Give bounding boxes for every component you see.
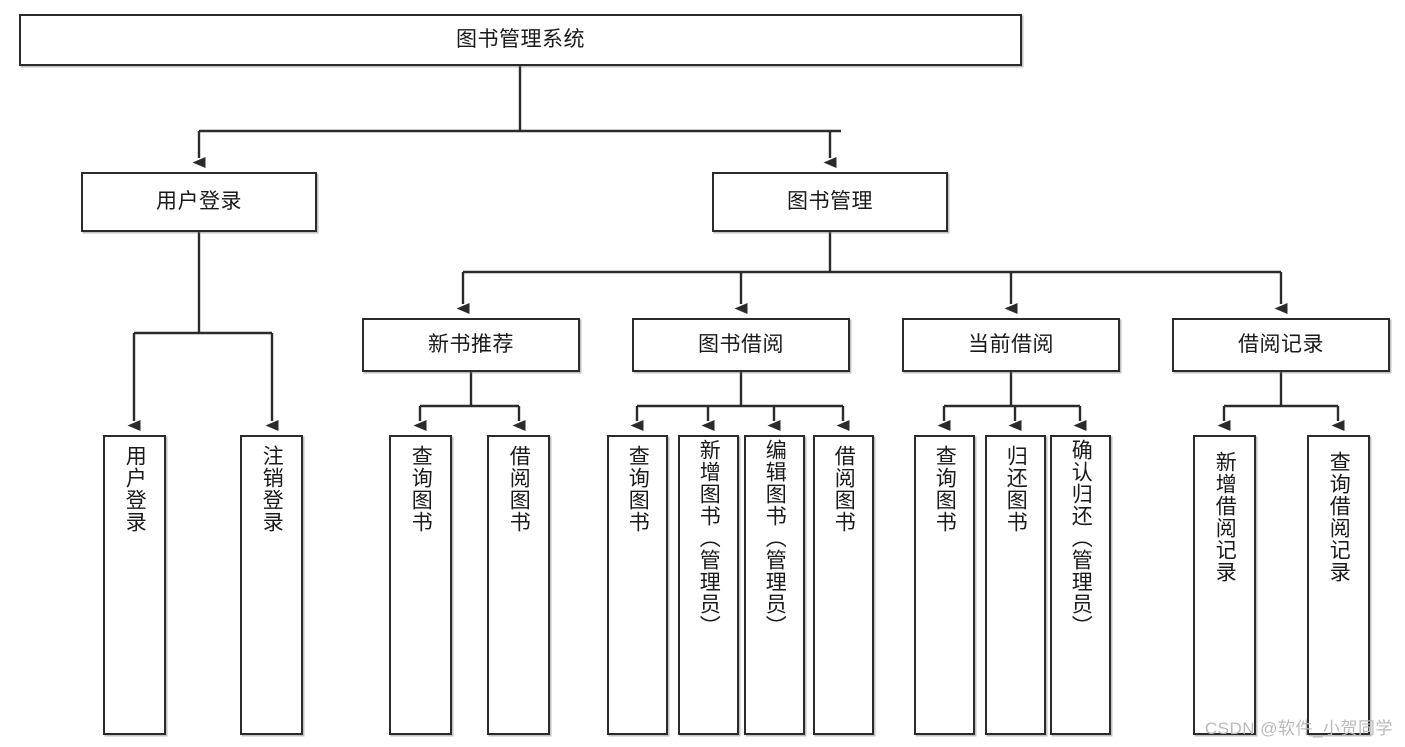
node-leaf-add-book-admin[interactable]: 新增图书（管理员）: [678, 435, 739, 735]
node-leaf-add-borrow-record[interactable]: 新增借阅记录: [1193, 435, 1256, 735]
node-leaf-query-book-3[interactable]: 查询图书: [914, 435, 975, 735]
node-borrow-record-label: 借阅记录: [1238, 333, 1324, 357]
node-new-book-recommend[interactable]: 新书推荐: [362, 318, 580, 372]
node-leaf-borrow-book-2-label: 借阅图书: [832, 445, 856, 533]
node-leaf-query-book-2-label: 查询图书: [626, 445, 650, 533]
node-leaf-borrow-book-1-label: 借阅图书: [507, 445, 531, 533]
node-leaf-user-login-label: 用户登录: [123, 445, 147, 533]
node-leaf-confirm-return-admin[interactable]: 确认归还（管理员）: [1050, 435, 1111, 735]
node-leaf-edit-book-admin-label: 编辑图书（管理员）: [763, 439, 787, 637]
node-leaf-query-book-1[interactable]: 查询图书: [389, 435, 452, 735]
csdn-watermark: CSDN @软件_小贺同学: [1204, 719, 1393, 738]
node-book-borrow[interactable]: 图书借阅: [632, 318, 850, 372]
node-leaf-user-logout[interactable]: 注销登录: [240, 435, 303, 735]
node-leaf-borrow-book-2[interactable]: 借阅图书: [813, 435, 874, 735]
node-leaf-user-login[interactable]: 用户登录: [103, 435, 166, 735]
node-leaf-edit-book-admin[interactable]: 编辑图书（管理员）: [744, 435, 805, 735]
node-leaf-return-book[interactable]: 归还图书: [985, 435, 1046, 735]
node-book-manage[interactable]: 图书管理: [712, 172, 948, 232]
node-leaf-query-borrow-record[interactable]: 查询借阅记录: [1307, 435, 1370, 735]
node-leaf-query-book-2[interactable]: 查询图书: [607, 435, 668, 735]
node-current-borrow-label: 当前借阅: [968, 333, 1054, 357]
node-book-borrow-label: 图书借阅: [698, 333, 784, 357]
node-new-book-recommend-label: 新书推荐: [428, 333, 514, 357]
node-user-login-label: 用户登录: [156, 190, 242, 214]
node-leaf-query-borrow-record-label: 查询借阅记录: [1327, 451, 1351, 583]
node-leaf-borrow-book-1[interactable]: 借阅图书: [487, 435, 550, 735]
node-current-borrow[interactable]: 当前借阅: [902, 318, 1120, 372]
node-leaf-add-book-admin-label: 新增图书（管理员）: [697, 439, 721, 637]
node-leaf-query-book-3-label: 查询图书: [933, 445, 957, 533]
node-borrow-record[interactable]: 借阅记录: [1172, 318, 1390, 372]
node-root[interactable]: 图书管理系统: [19, 14, 1022, 66]
node-leaf-add-borrow-record-label: 新增借阅记录: [1213, 451, 1237, 583]
node-leaf-return-book-label: 归还图书: [1004, 445, 1028, 533]
node-leaf-confirm-return-admin-label: 确认归还（管理员）: [1069, 439, 1093, 637]
node-user-login[interactable]: 用户登录: [81, 172, 317, 232]
node-leaf-user-logout-label: 注销登录: [260, 445, 284, 533]
node-leaf-query-book-1-label: 查询图书: [409, 445, 433, 533]
node-book-manage-label: 图书管理: [787, 190, 873, 214]
node-root-label: 图书管理系统: [456, 28, 585, 52]
